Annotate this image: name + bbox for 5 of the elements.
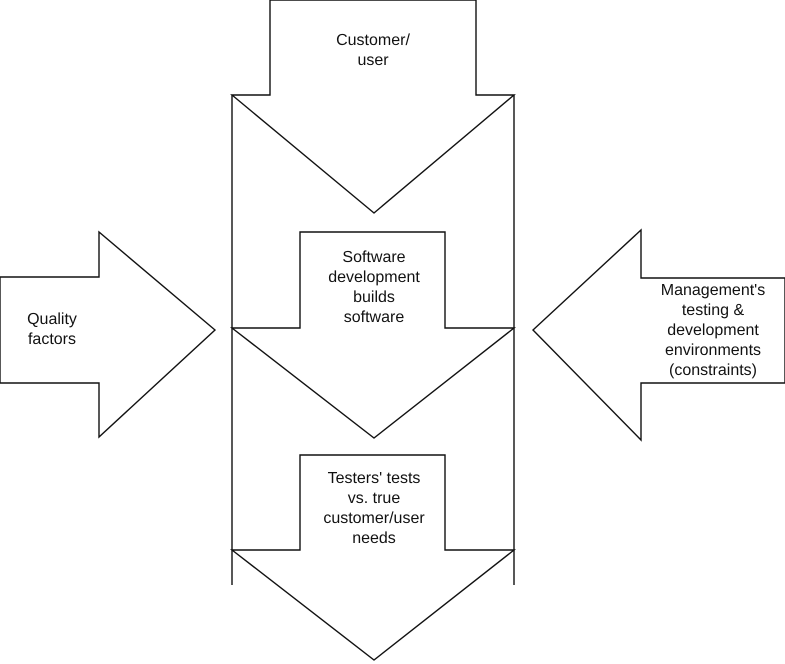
arrow-label: Testers' tests vs. true customer/user needs: [322, 469, 426, 549]
arrow-label: Management's testing & development environments (constraints): [660, 280, 766, 380]
arrow-label: Customer/ user: [335, 30, 411, 70]
arrow-label: Software development builds software: [327, 248, 421, 328]
arrow-label: Quality factors: [26, 310, 78, 350]
